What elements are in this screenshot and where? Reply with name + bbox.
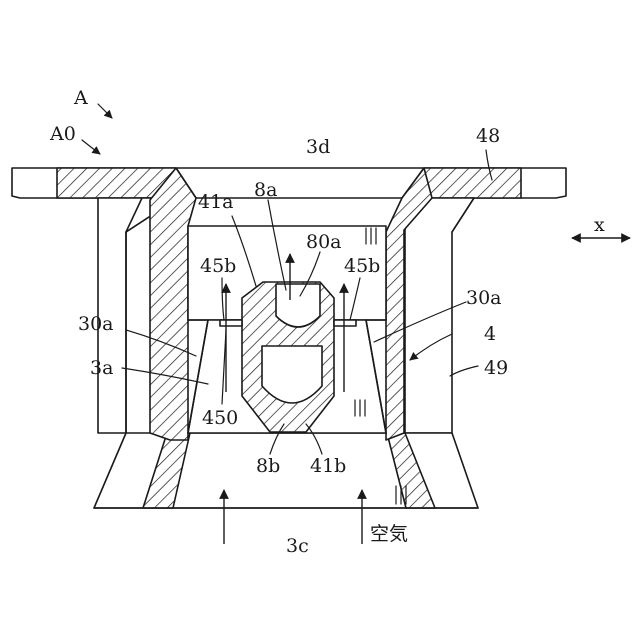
center-body-41 xyxy=(242,282,334,432)
label-8a: 8a xyxy=(254,179,277,201)
label-48: 48 xyxy=(476,125,500,147)
label-4: 4 xyxy=(484,323,496,345)
label-45b-right: 45b xyxy=(344,255,380,277)
label-3a: 3a xyxy=(90,357,113,379)
label-41a: 41a xyxy=(198,191,234,213)
label-450: 450 xyxy=(202,407,238,429)
label-3c: 3c xyxy=(286,535,309,557)
label-x: x xyxy=(594,214,605,236)
label-A: A xyxy=(73,87,88,109)
flange-48 xyxy=(12,168,566,198)
label-30a-left: 30a xyxy=(78,313,114,335)
label-air: 空気 xyxy=(370,523,408,545)
label-8b: 8b xyxy=(256,455,280,477)
label-41b: 41b xyxy=(310,455,346,477)
label-45b-left: 45b xyxy=(200,255,236,277)
label-80a: 80a xyxy=(306,231,342,253)
label-49: 49 xyxy=(484,357,508,379)
lower-skirt xyxy=(94,433,478,508)
label-30a-right: 30a xyxy=(466,287,502,309)
label-A0: A0 xyxy=(49,123,76,145)
label-3d: 3d xyxy=(306,136,330,158)
